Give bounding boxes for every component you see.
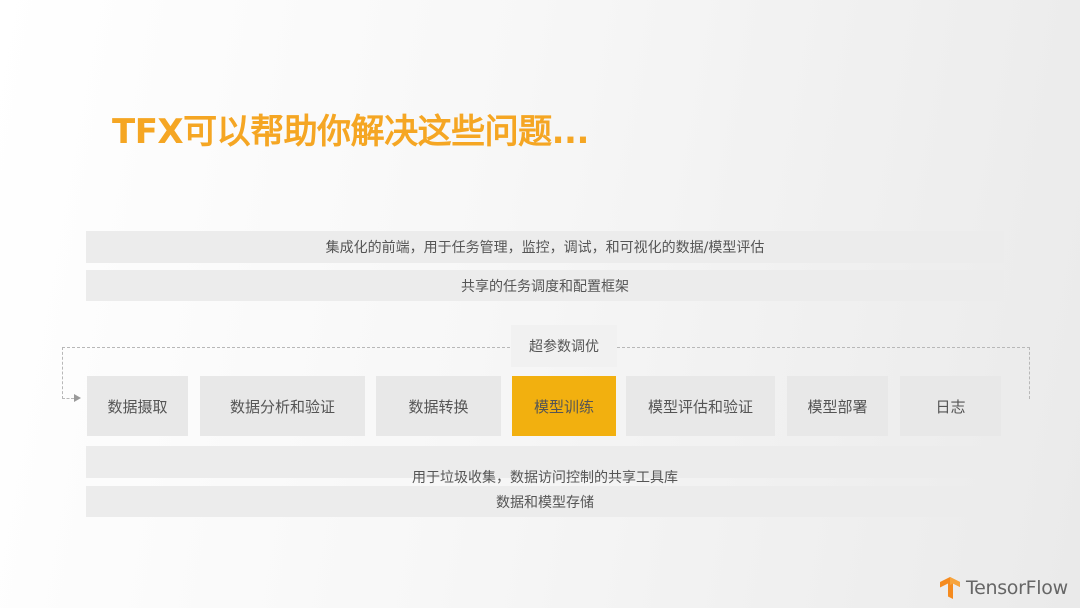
frontend-band: 集成化的前端，用于任务管理，监控，调试，和可视化的数据/模型评估 xyxy=(86,231,1004,263)
storage-band: 数据和模型存储 xyxy=(86,486,1004,517)
step-data-analysis-validation: 数据分析和验证 xyxy=(200,376,365,436)
hyperparam-tuning-box: 超参数调优 xyxy=(511,325,617,367)
tensorflow-logo-text: TensorFlow xyxy=(966,577,1068,599)
shared-libraries-label: 用于垃圾收集，数据访问控制的共享工具库 xyxy=(412,470,678,486)
tensorflow-logo-icon xyxy=(940,577,960,599)
orchestration-band: 共享的任务调度和配置框架 xyxy=(86,270,1004,301)
shared-libraries-band: 用于垃圾收集，数据访问控制的共享工具库 xyxy=(86,446,1004,486)
arrow-right-icon xyxy=(74,394,81,402)
loop-arrow-tail xyxy=(62,398,74,399)
step-data-ingestion: 数据摄取 xyxy=(87,376,188,436)
step-data-transform: 数据转换 xyxy=(376,376,501,436)
step-logging: 日志 xyxy=(900,376,1001,436)
step-model-evaluation-validation: 模型评估和验证 xyxy=(626,376,775,436)
tensorflow-logo: TensorFlow xyxy=(938,574,1068,602)
step-model-deployment: 模型部署 xyxy=(787,376,888,436)
page-title: TFX可以帮助你解决这些问题... xyxy=(112,112,589,152)
step-model-training: 模型训练 xyxy=(512,376,616,436)
